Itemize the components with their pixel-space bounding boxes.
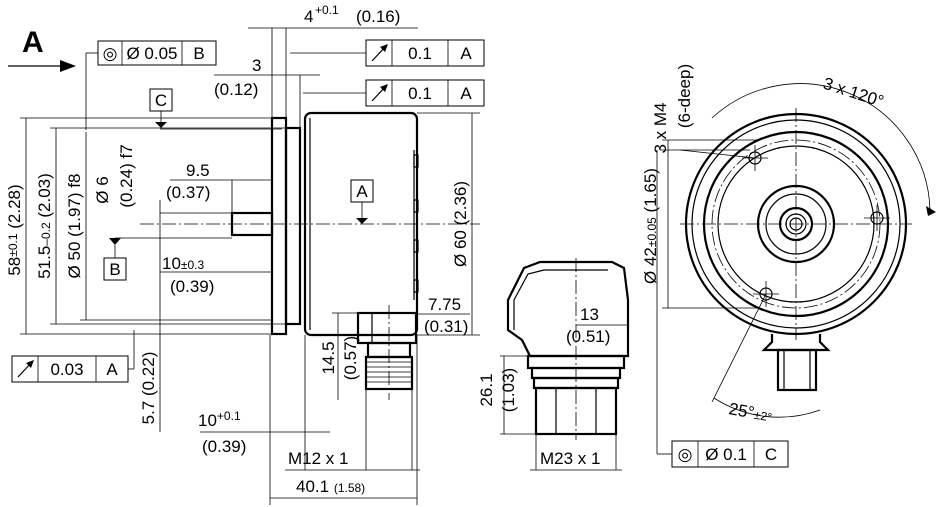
front-view — [660, 83, 936, 418]
svg-text:A: A — [106, 360, 118, 379]
svg-text:7.75: 7.75 — [428, 295, 461, 314]
svg-text:(0.31): (0.31) — [424, 317, 468, 336]
svg-text:(0.39): (0.39) — [170, 277, 214, 296]
svg-text:4: 4 — [304, 7, 313, 26]
svg-text:14.5: 14.5 — [319, 341, 338, 374]
view-arrow — [8, 60, 76, 72]
svg-text:3 x M4: 3 x M4 — [651, 102, 670, 153]
fcf-runout-a-2: 0.1 A — [303, 79, 485, 107]
fcf-runout-a-3: 0.03 A — [11, 330, 135, 383]
svg-text:(0.24) f7: (0.24) f7 — [117, 144, 136, 207]
dimension-texts: 4 +0.1 (0.16) 3 (0.12) 58±0.1 (2.28) 51.… — [5, 3, 470, 496]
svg-text:B: B — [193, 44, 204, 63]
svg-text:Ø 42±0.05 (1.65): Ø 42±0.05 (1.65) — [641, 168, 660, 284]
svg-text:Ø 0.1: Ø 0.1 — [705, 445, 747, 464]
connector-dim-texts: 13 (0.51) 26.1 (1.03) M23 x 1 — [477, 305, 610, 468]
svg-text:5.7 (0.22): 5.7 (0.22) — [139, 352, 158, 425]
svg-text:(6-deep): (6-deep) — [675, 64, 694, 128]
datum-a-label: A — [356, 182, 368, 201]
svg-text:10±0.3: 10±0.3 — [162, 254, 205, 273]
fcf-concentricity-c: ◎ Ø 0.1 C — [656, 150, 789, 468]
svg-text:13: 13 — [580, 305, 599, 324]
svg-text:A: A — [460, 84, 472, 103]
svg-text:(1.03): (1.03) — [499, 368, 518, 412]
svg-text:25°±2°: 25°±2° — [727, 399, 774, 425]
svg-text:(0.57): (0.57) — [341, 336, 360, 380]
svg-text:10+0.1: 10+0.1 — [198, 409, 241, 430]
datum-c-label: C — [155, 91, 167, 110]
svg-text:Ø 50 (1.97) f8: Ø 50 (1.97) f8 — [65, 174, 84, 279]
svg-text:A: A — [460, 44, 472, 63]
svg-text:26.1: 26.1 — [477, 373, 496, 406]
datum-a-box — [350, 179, 374, 203]
svg-text:(0.51): (0.51) — [566, 327, 610, 346]
datum-b-label: B — [109, 260, 120, 279]
svg-text:Ø 6: Ø 6 — [93, 176, 112, 203]
svg-text:C: C — [765, 445, 777, 464]
svg-text:(0.12): (0.12) — [214, 80, 258, 99]
svg-text:Ø 0.05: Ø 0.05 — [126, 44, 177, 63]
svg-text:3 x 120°: 3 x 120° — [821, 74, 886, 111]
dimension-lines — [20, 27, 480, 505]
svg-text:0.1: 0.1 — [408, 84, 432, 103]
view-label: A — [22, 26, 44, 59]
svg-text:M23 x 1: M23 x 1 — [540, 449, 600, 468]
svg-text:M12 x 1: M12 x 1 — [288, 449, 348, 468]
svg-text:51.5–0.2 (2.03): 51.5–0.2 (2.03) — [35, 173, 54, 279]
svg-text:0.03: 0.03 — [50, 360, 83, 379]
svg-text:40.1 (1.58): 40.1 (1.58) — [296, 477, 365, 496]
connector-side-view — [500, 258, 630, 471]
svg-text:◎: ◎ — [103, 44, 118, 63]
svg-text:9.5: 9.5 — [186, 161, 210, 180]
side-view — [140, 111, 480, 400]
svg-text:0.1: 0.1 — [408, 44, 432, 63]
svg-text:3: 3 — [252, 56, 261, 75]
svg-text:(0.37): (0.37) — [166, 183, 210, 202]
svg-text:(0.16): (0.16) — [356, 7, 400, 26]
fcf-runout-a-1: 0.1 A — [290, 39, 485, 67]
svg-text:+0.1: +0.1 — [315, 3, 339, 17]
svg-text:◎: ◎ — [678, 445, 693, 464]
svg-text:58±0.1 (2.28): 58±0.1 (2.28) — [5, 184, 24, 275]
svg-text:(0.39): (0.39) — [202, 437, 246, 456]
fcf-concentricity-b: ◎ Ø 0.05 B — [85, 40, 217, 130]
svg-text:Ø 60 (2.36): Ø 60 (2.36) — [451, 181, 470, 267]
